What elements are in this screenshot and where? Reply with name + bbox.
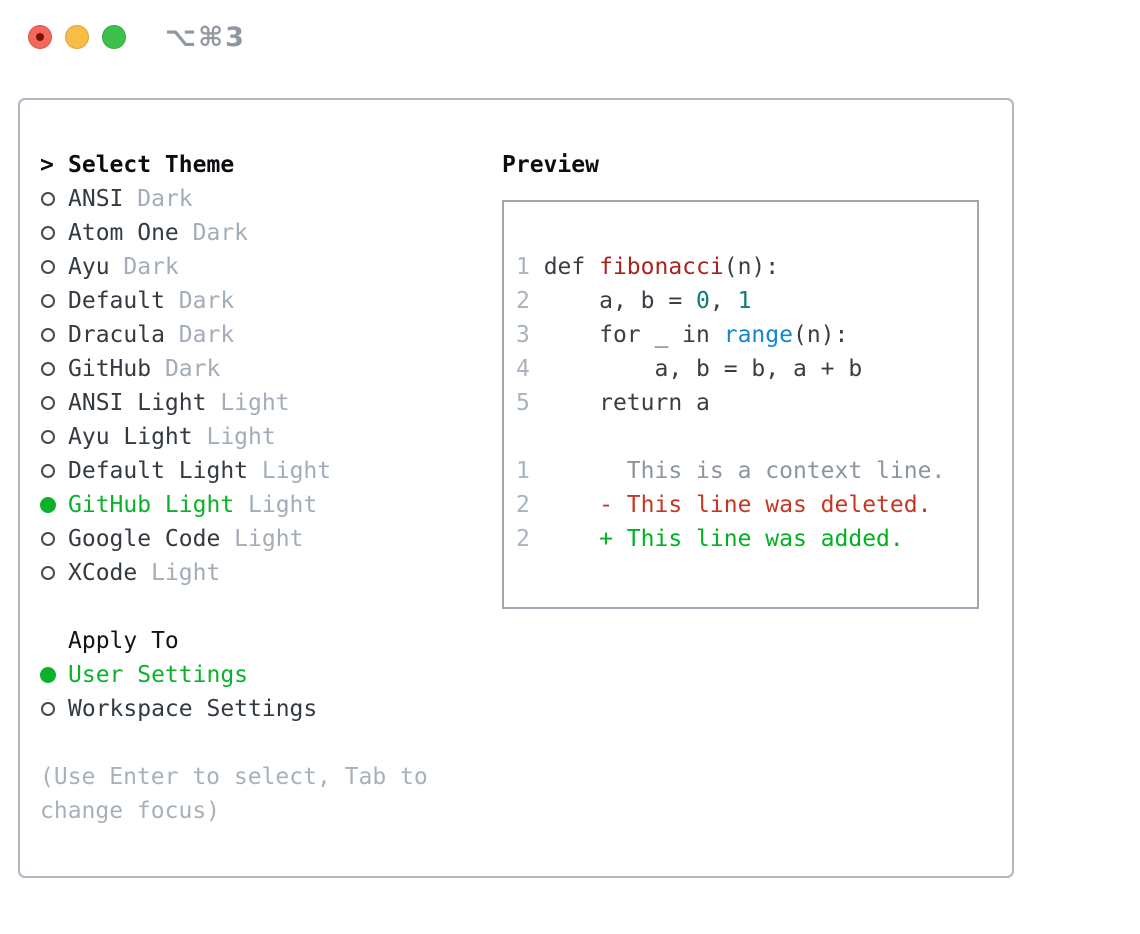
titlebar: ⌥⌘3 [28, 22, 246, 53]
close-button[interactable] [28, 25, 52, 49]
hint-text-line: (Use Enter to select, Tab to [40, 764, 428, 790]
theme-variant: Dark [178, 288, 235, 314]
theme-name: GitHub [68, 356, 165, 382]
theme-variant: Light [220, 390, 290, 416]
radio-unselected-icon [41, 362, 55, 376]
theme-variant: Light [248, 492, 318, 518]
theme-variant: Light [261, 458, 332, 484]
theme-option-xcode[interactable]: XCode Light [40, 556, 502, 590]
preview-code-line: 2 - This line was deleted. [516, 492, 932, 518]
preview-blank-line [516, 420, 977, 454]
preview-box: 1 def fibonacci(n): 2 a, b = 0, 1 3 for _ … [502, 200, 979, 609]
theme-name: GitHub Light [68, 492, 249, 518]
radio-selected-icon [40, 497, 56, 513]
theme-name: Default [68, 288, 179, 314]
radio-unselected-icon [41, 430, 55, 444]
radio-unselected-icon [41, 532, 55, 546]
theme-name: Dracula [68, 322, 179, 348]
theme-name: Google Code [68, 526, 235, 552]
theme-variant: Light [206, 424, 276, 450]
theme-option-dracula[interactable]: Dracula Dark [40, 318, 502, 352]
radio-unselected-icon [41, 396, 55, 410]
section-spacer [40, 726, 502, 760]
window-title: ⌥⌘3 [165, 21, 246, 53]
theme-option-ansi-light[interactable]: ANSI Light Light [40, 386, 502, 420]
apply-to-title: Apply To [68, 628, 179, 654]
apply-option-label: User Settings [68, 662, 249, 688]
theme-list-header: > Select Theme [40, 148, 502, 182]
theme-name: Ayu [68, 254, 124, 280]
preview-code-line: 1 This is a context line. [516, 458, 946, 484]
theme-variant: Dark [137, 186, 193, 212]
zoom-button[interactable] [102, 25, 126, 49]
radio-unselected-icon [41, 566, 55, 580]
theme-option-ansi[interactable]: ANSI Dark [40, 182, 502, 216]
theme-name: ANSI Light [68, 390, 221, 416]
preview-code-line: 1 def fibonacci(n): [516, 254, 780, 280]
theme-option-ayu[interactable]: Ayu Dark [40, 250, 502, 284]
theme-name: ANSI [68, 186, 138, 212]
radio-unselected-icon [41, 192, 55, 206]
theme-name: Default Light [68, 458, 262, 484]
theme-name: Atom One [68, 220, 193, 246]
radio-unselected-icon [41, 464, 55, 478]
theme-variant: Dark [192, 220, 249, 246]
radio-unselected-icon [41, 702, 55, 716]
radio-unselected-icon [41, 260, 55, 274]
preview-code-line: 3 for _ in range(n): [516, 322, 849, 348]
apply-option-workspace-settings[interactable]: Workspace Settings [40, 692, 502, 726]
hint-text-line: change focus) [40, 798, 221, 824]
theme-variant: Dark [123, 254, 179, 280]
preview-code-line: 2 + This line was added. [516, 526, 904, 552]
theme-option-default[interactable]: Default Dark [40, 284, 502, 318]
prompt-icon: > [40, 152, 54, 178]
theme-option-atom-one[interactable]: Atom One Dark [40, 216, 502, 250]
minimize-button[interactable] [65, 25, 89, 49]
apply-option-label: Workspace Settings [68, 696, 318, 722]
radio-unselected-icon [41, 294, 55, 308]
theme-option-google-code[interactable]: Google Code Light [40, 522, 502, 556]
theme-option-ayu-light[interactable]: Ayu Light Light [40, 420, 502, 454]
preview-column: Preview 1 def fibonacci(n): 2 a, b = 0, 1… [502, 148, 1002, 609]
preview-code-line: 4 a, b = b, a + b [516, 356, 863, 382]
theme-list-title: Select Theme [68, 152, 235, 178]
theme-option-github-light[interactable]: GitHub Light Light [40, 488, 502, 522]
theme-name: Ayu Light [68, 424, 207, 450]
radio-selected-icon [40, 667, 56, 683]
keyboard-hint: (Use Enter to select, Tab to change focus… [40, 760, 502, 828]
apply-option-user-settings[interactable]: User Settings [40, 658, 502, 692]
preview-code-line: 5 return a [516, 390, 710, 416]
theme-variant: Dark [178, 322, 235, 348]
preview-title: Preview [502, 152, 599, 178]
preview-code-line: 2 a, b = 0, 1 [516, 288, 752, 314]
theme-option-github[interactable]: GitHub Dark [40, 352, 502, 386]
theme-variant: Light [151, 560, 221, 586]
radio-unselected-icon [41, 226, 55, 240]
preview-header: Preview [502, 148, 1002, 182]
theme-name: XCode [68, 560, 152, 586]
radio-unselected-icon [41, 328, 55, 342]
section-spacer [40, 590, 502, 624]
theme-variant: Dark [164, 356, 221, 382]
theme-option-default-light[interactable]: Default Light Light [40, 454, 502, 488]
theme-variant: Light [234, 526, 304, 552]
